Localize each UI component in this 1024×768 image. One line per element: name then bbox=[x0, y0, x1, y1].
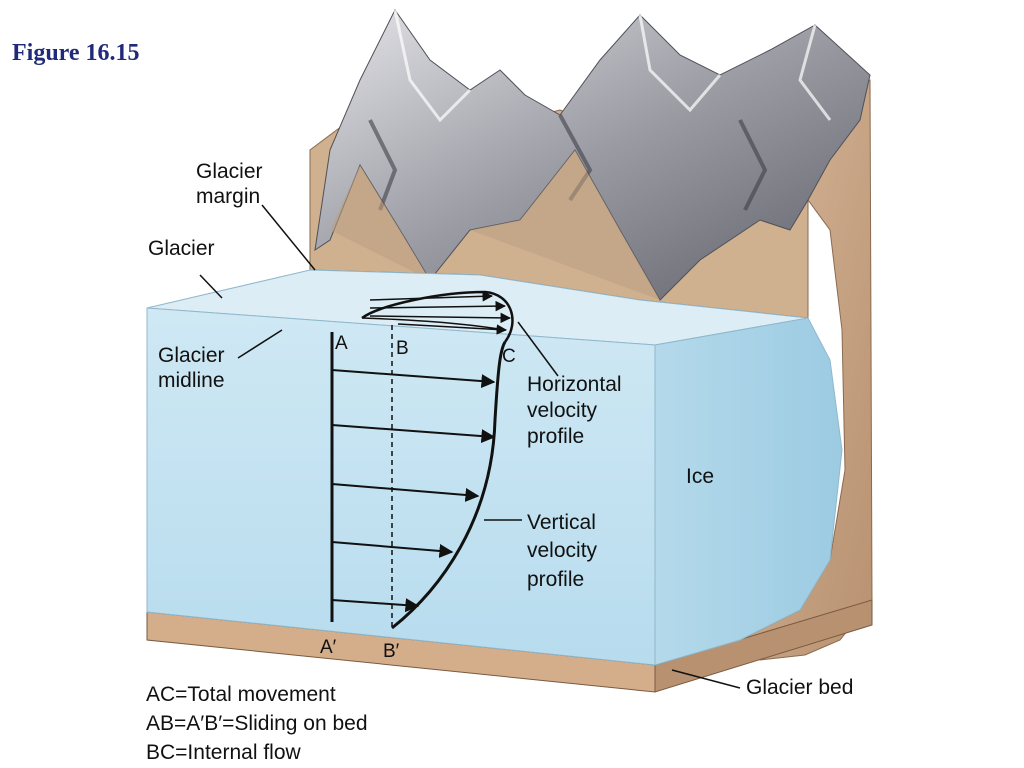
vertical-velocity-profile-curve bbox=[391, 341, 507, 630]
diagram-labels: Glacier margin Glacier Glacier midline H… bbox=[148, 160, 853, 699]
glacier-margin-leader bbox=[261, 204, 316, 271]
point-a-label: A bbox=[335, 333, 348, 354]
horizontal-profile-leader bbox=[517, 321, 559, 377]
figure-title: Figure 16.15 bbox=[12, 40, 140, 66]
leader-lines bbox=[199, 204, 741, 689]
vertical-profile-label-line3: profile bbox=[527, 568, 584, 591]
bed-side bbox=[654, 599, 873, 693]
mountain-peaks-illustration bbox=[314, 9, 871, 301]
horizontal-profile-label-line3: profile bbox=[527, 425, 584, 448]
point-b-label: B bbox=[396, 338, 409, 359]
glacier-margin-label-line1: Glacier bbox=[196, 160, 263, 183]
depth-velocity-arrows bbox=[331, 369, 496, 613]
point-c-label: C bbox=[502, 346, 516, 367]
ice-label: Ice bbox=[686, 465, 714, 488]
legend-item-internal-flow: BC=Internal flow bbox=[146, 741, 301, 764]
vertical-profile-label-line2: velocity bbox=[527, 539, 598, 562]
velocity-profiles bbox=[330, 290, 514, 630]
legend: AC=Total movement AB=A′B′=Sliding on bed… bbox=[146, 683, 368, 764]
legend-item-sliding-on-bed: AB=A′B′=Sliding on bed bbox=[146, 712, 368, 735]
surface-velocity-arrows bbox=[369, 291, 512, 335]
glacier-leader bbox=[199, 274, 223, 299]
glacier-midline-label-line1: Glacier bbox=[158, 344, 225, 367]
mountain-range bbox=[314, 9, 871, 301]
point-a-prime-label: A′ bbox=[320, 637, 337, 658]
vertical-profile-label-line1: Vertical bbox=[527, 511, 596, 534]
horizontal-profile-label-line2: velocity bbox=[527, 399, 598, 422]
ice-block bbox=[146, 269, 843, 666]
legend-item-total-movement: AC=Total movement bbox=[146, 683, 336, 706]
glacier-bed-leader bbox=[671, 669, 741, 689]
glacier-label: Glacier bbox=[148, 237, 215, 260]
glacier-bed-label: Glacier bed bbox=[746, 676, 853, 699]
ice-side-face bbox=[654, 317, 843, 666]
glacier-midline-leader bbox=[237, 329, 283, 359]
point-b-prime-label: B′ bbox=[383, 641, 400, 662]
glacier-margin-label-line2: margin bbox=[196, 185, 260, 208]
glacier-midline-label-line2: midline bbox=[158, 369, 225, 392]
horizontal-profile-label-line1: Horizontal bbox=[527, 373, 622, 396]
